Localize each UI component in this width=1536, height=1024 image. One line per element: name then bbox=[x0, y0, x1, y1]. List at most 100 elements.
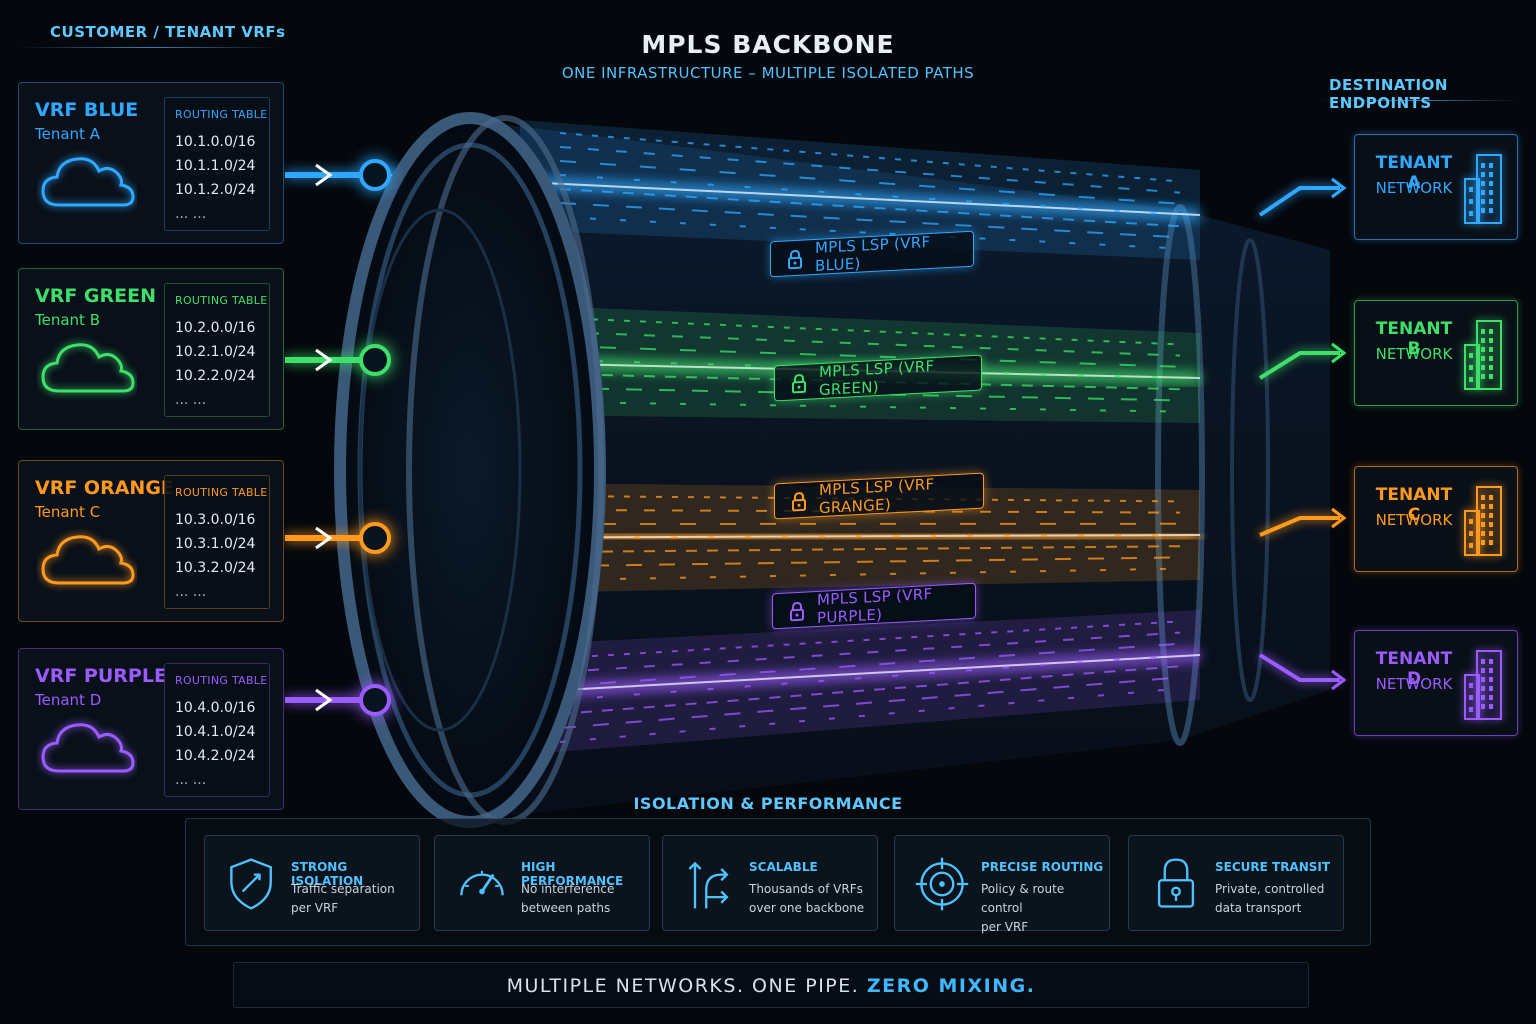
lsp-ingress-node bbox=[359, 344, 391, 376]
lsp-data-dashes bbox=[559, 556, 1181, 567]
destination-network: NETWORK bbox=[1375, 675, 1453, 693]
lsp-data-dashes bbox=[559, 331, 1181, 357]
building-icon bbox=[1464, 650, 1502, 720]
right-section-underline bbox=[1318, 100, 1518, 101]
tagline: MULTIPLE NETWORKS. ONE PIPE. ZERO MIXING… bbox=[233, 962, 1309, 1008]
vrf-name: VRF PURPLE bbox=[35, 665, 167, 687]
input-arrow-chevron bbox=[315, 526, 333, 550]
route-entry: 10.3.1.0/24 bbox=[175, 536, 256, 552]
input-arrow-chevron bbox=[315, 163, 333, 187]
feature-title: STRONG ISOLATION bbox=[291, 860, 364, 888]
lsp-ingress-node bbox=[359, 522, 391, 554]
route-entry: 10.3.2.0/24 bbox=[175, 560, 256, 576]
left-section-title: CUSTOMER / TENANT VRFs bbox=[50, 23, 286, 41]
tagline-part-1: MULTIPLE NETWORKS. ONE PIPE. bbox=[506, 975, 867, 997]
routing-table-header: ROUTING TABLE bbox=[175, 674, 268, 687]
output-arrow bbox=[1258, 186, 1340, 217]
cloud-icon bbox=[41, 343, 135, 393]
route-entry: 10.2.2.0/24 bbox=[175, 368, 256, 384]
route-entry: ... ... bbox=[175, 206, 207, 222]
route-entry: 10.1.1.0/24 bbox=[175, 158, 256, 174]
input-arrow-chevron bbox=[315, 688, 333, 712]
page-title: MPLS BACKBONE bbox=[641, 30, 895, 59]
lsp-data-dashes bbox=[559, 654, 1181, 701]
lock-icon bbox=[790, 602, 804, 622]
feature-desc-line: over one backbone bbox=[749, 901, 865, 915]
page-subtitle: ONE INFRASTRUCTURE – MULTIPLE ISOLATED P… bbox=[561, 64, 975, 82]
shield-icon bbox=[230, 858, 272, 910]
route-entry: ... ... bbox=[175, 392, 207, 408]
vrf-name: VRF ORANGE bbox=[35, 477, 174, 499]
feature-desc-line: Policy & route control bbox=[981, 882, 1065, 915]
routing-table-header: ROUTING TABLE bbox=[175, 108, 268, 121]
feature-desc: No interference between paths bbox=[521, 880, 649, 918]
feature-desc-line: No interference bbox=[521, 882, 615, 896]
feature-card: HIGH PERFORMANCE No interference between… bbox=[434, 835, 650, 931]
lock-icon bbox=[1157, 858, 1195, 908]
lsp-data-dashes bbox=[559, 676, 1181, 729]
lsp-stream-band bbox=[520, 610, 1200, 755]
lsp-data-dashes bbox=[559, 202, 1181, 239]
features-title: ISOLATION & PERFORMANCE bbox=[633, 794, 903, 813]
feature-desc-line: Thousands of VRFs bbox=[749, 882, 863, 896]
destination-card: TENANT A NETWORK bbox=[1354, 134, 1518, 240]
input-arrow-chevron bbox=[315, 348, 333, 372]
lsp-label: MPLS LSP (VRF GREEN) bbox=[774, 354, 982, 402]
feature-desc: Private, controlled data transport bbox=[1215, 880, 1343, 918]
gauge-icon bbox=[460, 870, 504, 896]
lsp-label: MPLS LSP (VRF PURPLE) bbox=[772, 582, 976, 630]
feature-desc-line: per VRF bbox=[981, 920, 1029, 934]
right-section-title: DESTINATION ENDPOINTS bbox=[1329, 76, 1448, 112]
feature-desc-line: Private, controlled bbox=[1215, 882, 1325, 896]
tagline-highlight: ZERO MIXING. bbox=[866, 975, 1036, 997]
cloud-icon bbox=[41, 723, 135, 773]
cloud-icon bbox=[41, 157, 135, 207]
feature-desc: Thousands of VRFs over one backbone bbox=[749, 880, 877, 918]
destination-name: TENANT B bbox=[1375, 319, 1453, 359]
lsp-data-dashes bbox=[559, 160, 1181, 205]
lsp-data-dashes bbox=[559, 620, 1181, 659]
lsp-data-dashes bbox=[559, 146, 1181, 194]
output-arrow bbox=[1259, 516, 1340, 537]
routing-table-header: ROUTING TABLE bbox=[175, 486, 268, 499]
route-entry: 10.4.0.0/16 bbox=[175, 700, 256, 716]
lsp-data-dashes bbox=[559, 495, 1181, 503]
destination-network: NETWORK bbox=[1375, 179, 1453, 197]
lsp-stream-band bbox=[520, 120, 1200, 260]
vrf-tenant: Tenant D bbox=[35, 691, 102, 709]
cloud-icon bbox=[41, 535, 135, 585]
output-arrow bbox=[1258, 653, 1340, 682]
vrf-name: VRF GREEN bbox=[35, 285, 157, 307]
routing-table: ROUTING TABLE 10.3.0.0/16 10.3.1.0/24 10.3… bbox=[164, 475, 270, 609]
feature-title: SCALABLE bbox=[749, 860, 818, 874]
feature-desc-line: Traffic separation bbox=[291, 882, 395, 896]
destination-network: NETWORK bbox=[1375, 511, 1453, 529]
output-arrow-chevron bbox=[1331, 177, 1347, 199]
vrf-card: VRF ORANGE Tenant C ROUTING TABLE 10.3.0… bbox=[18, 460, 284, 622]
lock-icon bbox=[792, 374, 806, 394]
lsp-label: MPLS LSP (VRF BLUE) bbox=[770, 230, 974, 278]
route-entry: 10.3.0.0/16 bbox=[175, 512, 256, 528]
output-arrow bbox=[1258, 351, 1340, 380]
building-icon bbox=[1464, 154, 1502, 224]
lsp-ingress-node bbox=[359, 684, 391, 716]
destination-card: TENANT C NETWORK bbox=[1354, 466, 1518, 572]
feature-desc: Traffic separation per VRF bbox=[291, 880, 419, 918]
route-entry: ... ... bbox=[175, 772, 207, 788]
lsp-data-dashes bbox=[559, 631, 1181, 673]
feature-card: SECURE TRANSIT Private, controlled data … bbox=[1128, 835, 1344, 931]
lsp-data-dashes bbox=[559, 188, 1181, 228]
vrf-tenant: Tenant B bbox=[35, 311, 100, 329]
branch-arrows-icon bbox=[688, 861, 729, 909]
lsp-ingress-node bbox=[359, 159, 391, 191]
building-icon bbox=[1464, 320, 1502, 390]
vrf-card: VRF GREEN Tenant B ROUTING TABLE 10.2.0.… bbox=[18, 268, 284, 430]
destination-name: TENANT A bbox=[1375, 153, 1453, 193]
destination-network: NETWORK bbox=[1375, 345, 1453, 363]
route-entry: 10.4.1.0/24 bbox=[175, 724, 256, 740]
route-entry: 10.2.0.0/16 bbox=[175, 320, 256, 336]
feature-card: SCALABLE Thousands of VRFs over one back… bbox=[662, 835, 878, 931]
